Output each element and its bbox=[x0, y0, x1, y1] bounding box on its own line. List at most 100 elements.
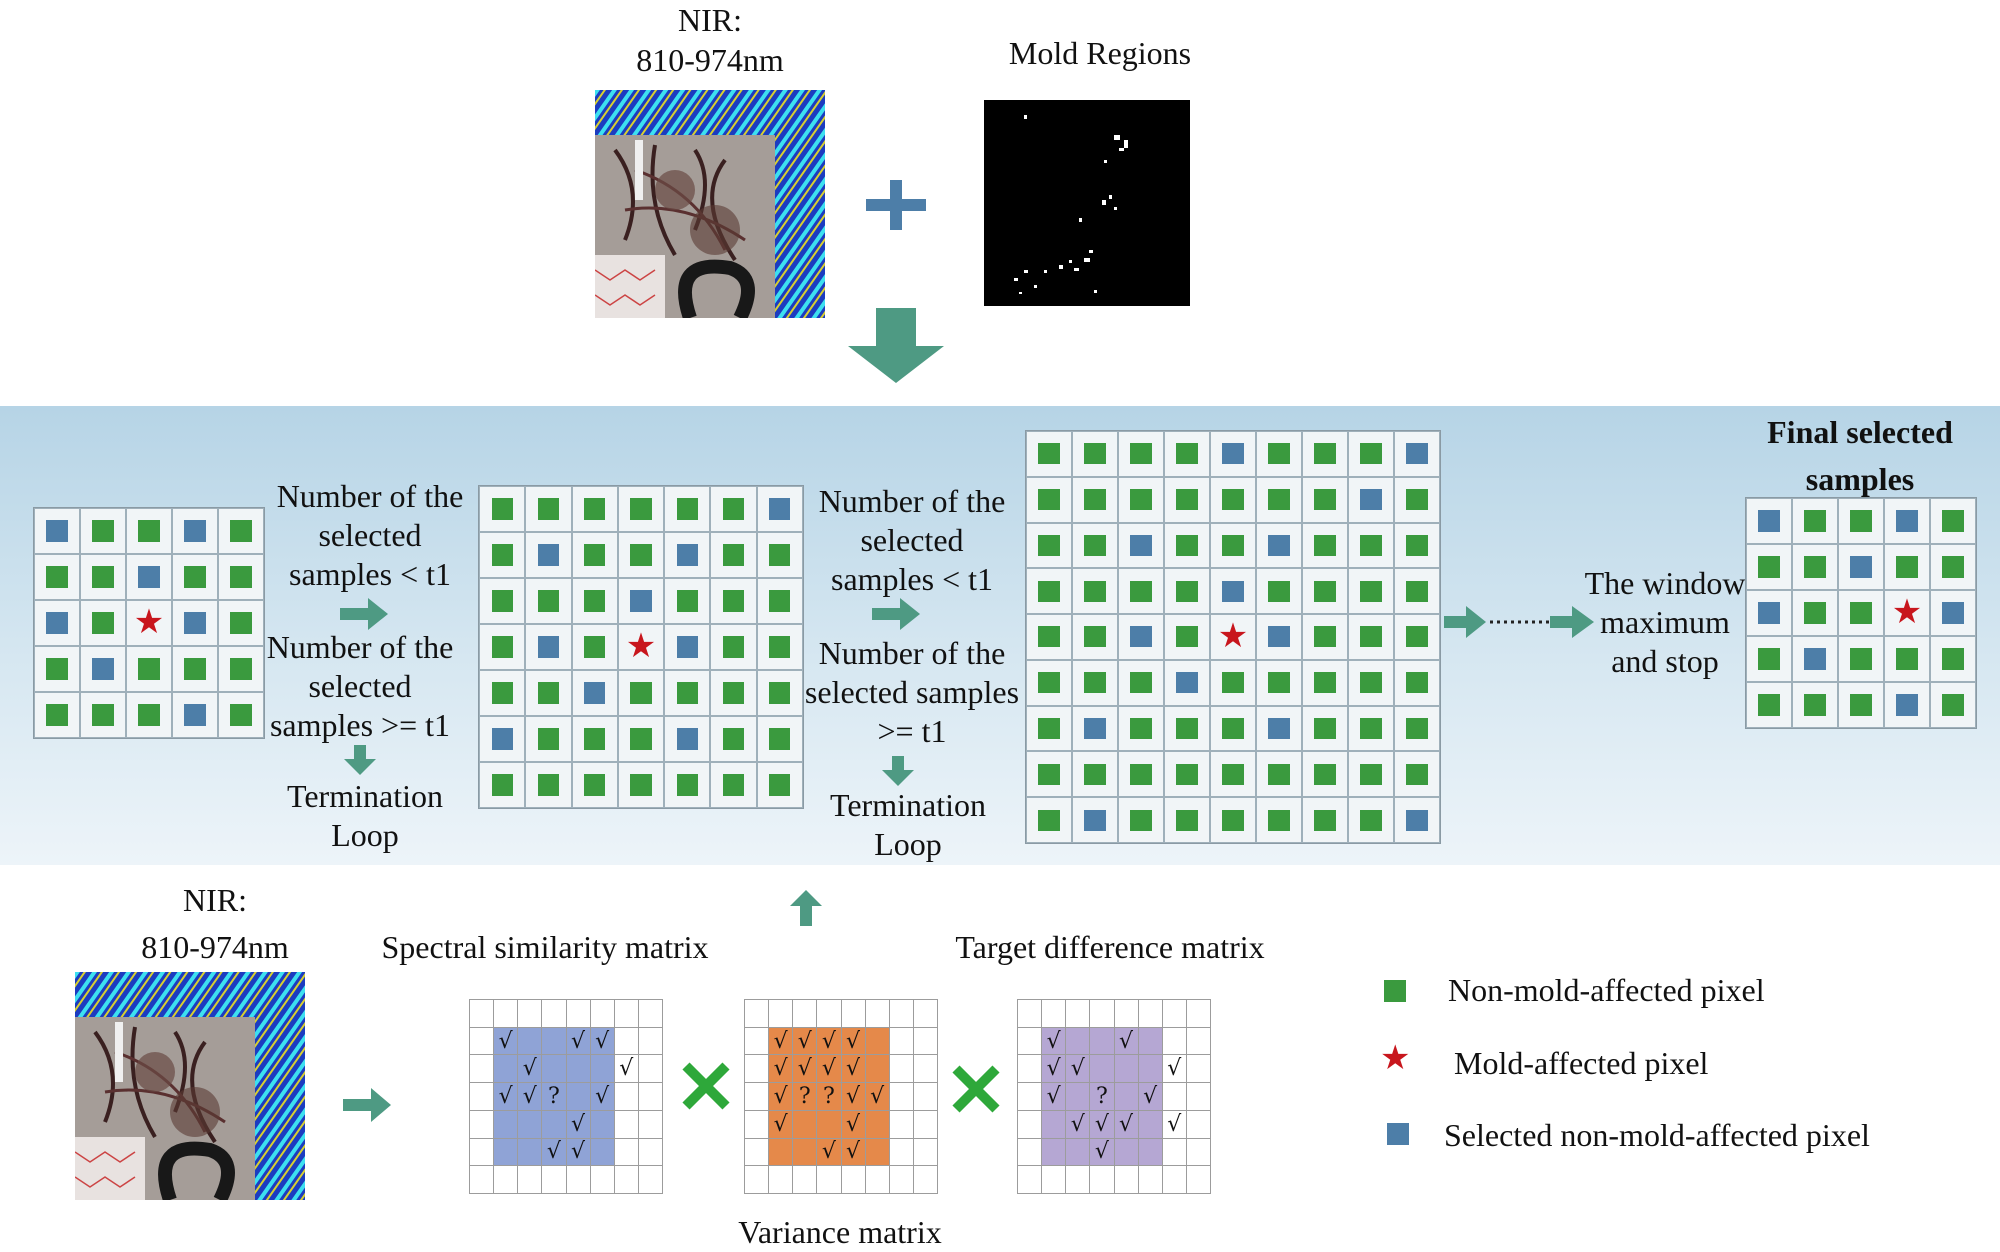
non-mold-pixel bbox=[1850, 510, 1872, 532]
condition1-geq-text-3: samples >= t1 bbox=[269, 707, 451, 743]
grid-cell bbox=[617, 486, 665, 532]
grid-cell bbox=[525, 486, 572, 532]
matrix-cell bbox=[541, 1165, 567, 1194]
grid-cell bbox=[1118, 522, 1164, 569]
matrix-cell bbox=[637, 1082, 663, 1111]
non-mold-pixel bbox=[1084, 626, 1106, 648]
non-mold-pixel bbox=[1084, 534, 1106, 556]
matrix-cell bbox=[912, 1026, 938, 1056]
matrix-cell bbox=[1161, 999, 1187, 1028]
grid-cell bbox=[1348, 522, 1394, 569]
matrix-cell bbox=[613, 1165, 639, 1194]
matrix-cell bbox=[493, 1054, 519, 1084]
selected-non-mold-pixel bbox=[1360, 489, 1382, 511]
matrix-cell bbox=[1113, 999, 1139, 1028]
matrix-cell bbox=[517, 999, 543, 1028]
grid-cell bbox=[1792, 590, 1838, 636]
non-mold-pixel bbox=[1222, 718, 1244, 740]
non-mold-pixel bbox=[722, 636, 745, 658]
matrix-cell bbox=[613, 1082, 639, 1111]
grid-cell bbox=[1164, 522, 1210, 569]
matrix-cell bbox=[469, 1137, 495, 1167]
non-mold-pixel bbox=[1314, 626, 1336, 648]
matrix-cell: √ bbox=[493, 1026, 519, 1056]
non-mold-pixel bbox=[1268, 763, 1290, 785]
non-mold-pixel bbox=[1406, 672, 1428, 694]
grid-cell bbox=[1072, 522, 1118, 569]
selected-non-mold-pixel bbox=[1896, 694, 1918, 716]
matrix-cell bbox=[469, 1054, 495, 1084]
non-mold-pixel bbox=[491, 498, 513, 520]
grid-cell bbox=[218, 692, 264, 738]
matrix-cell bbox=[864, 1109, 890, 1139]
grid-cell bbox=[1118, 705, 1164, 752]
grid-cell bbox=[1026, 476, 1072, 523]
matrix-cell: √ bbox=[613, 1054, 639, 1084]
matrix-cell: √ bbox=[1089, 1137, 1115, 1167]
grid-cell bbox=[1930, 590, 1976, 636]
matrix-cell: √ bbox=[1137, 1082, 1163, 1111]
grid-cell bbox=[571, 532, 618, 578]
grid-cell bbox=[218, 554, 264, 600]
target-difference-label: Target difference matrix bbox=[955, 929, 1265, 965]
grid-cell bbox=[756, 624, 803, 670]
matrix-cell bbox=[912, 1109, 938, 1139]
selected-non-mold-pixel bbox=[676, 728, 698, 750]
matrix-cell: ? bbox=[1089, 1082, 1115, 1111]
matrix-cell bbox=[1065, 1026, 1091, 1056]
non-mold-pixel bbox=[1314, 534, 1336, 556]
grid-cell bbox=[664, 762, 711, 808]
grid-cell bbox=[1348, 751, 1394, 798]
matrix-cell bbox=[1161, 1165, 1187, 1194]
non-mold-pixel bbox=[491, 682, 513, 704]
grid-cell bbox=[126, 554, 172, 600]
grid-cell bbox=[664, 486, 711, 532]
matrix-cell bbox=[744, 1082, 770, 1111]
matrix-cell: √ bbox=[1041, 1054, 1067, 1084]
grid-cell bbox=[525, 624, 572, 670]
grid-cell bbox=[617, 670, 665, 716]
non-mold-pixel bbox=[491, 544, 513, 566]
grid-cell bbox=[1302, 476, 1348, 523]
non-mold-pixel bbox=[1406, 534, 1428, 556]
grid-cell bbox=[1746, 590, 1792, 636]
non-mold-pixel bbox=[584, 590, 606, 612]
matrix-cell bbox=[1161, 1026, 1187, 1056]
non-mold-pixel bbox=[1942, 556, 1964, 578]
non-mold-pixel bbox=[1314, 718, 1336, 740]
grid-cell bbox=[756, 716, 803, 762]
matrix-cell bbox=[541, 1054, 567, 1084]
condition2-less-text-2: selected bbox=[860, 522, 964, 558]
matrix-cell bbox=[1185, 1165, 1211, 1194]
selected-non-mold-pixel bbox=[184, 612, 206, 634]
grid-cell bbox=[1164, 568, 1210, 615]
matrix-cell bbox=[613, 1109, 639, 1139]
matrix-cell: √ bbox=[840, 1026, 866, 1056]
grid-cell bbox=[479, 624, 526, 670]
matrix-cell bbox=[792, 1109, 818, 1139]
termination2-text-2: Loop bbox=[874, 826, 942, 862]
matrix-cell bbox=[469, 1026, 495, 1056]
grid-cell bbox=[1210, 705, 1256, 752]
grid-cell bbox=[218, 508, 264, 554]
grid-cell bbox=[525, 762, 572, 808]
right-arrow-icon-2 bbox=[872, 598, 920, 630]
grid-cell bbox=[525, 716, 572, 762]
matrix-cell bbox=[1065, 1165, 1091, 1194]
sample-grid-9x9: ★ bbox=[1025, 430, 1441, 844]
matrix-cell bbox=[768, 1137, 794, 1167]
grid-cell bbox=[1072, 751, 1118, 798]
grid-cell bbox=[664, 624, 711, 670]
matrix-cell bbox=[493, 1109, 519, 1139]
non-mold-pixel bbox=[584, 774, 606, 796]
non-mold-pixel bbox=[769, 774, 791, 796]
matrix-cell bbox=[1185, 999, 1211, 1028]
matrix-cell bbox=[1017, 999, 1043, 1028]
non-mold-pixel bbox=[1406, 763, 1428, 785]
selected-non-mold-pixel bbox=[46, 612, 68, 634]
grid-cell bbox=[1792, 682, 1838, 728]
grid-cell bbox=[80, 692, 126, 738]
non-mold-pixel bbox=[1176, 809, 1198, 831]
selected-non-mold-pixel bbox=[630, 590, 652, 612]
non-mold-pixel bbox=[1222, 809, 1244, 831]
